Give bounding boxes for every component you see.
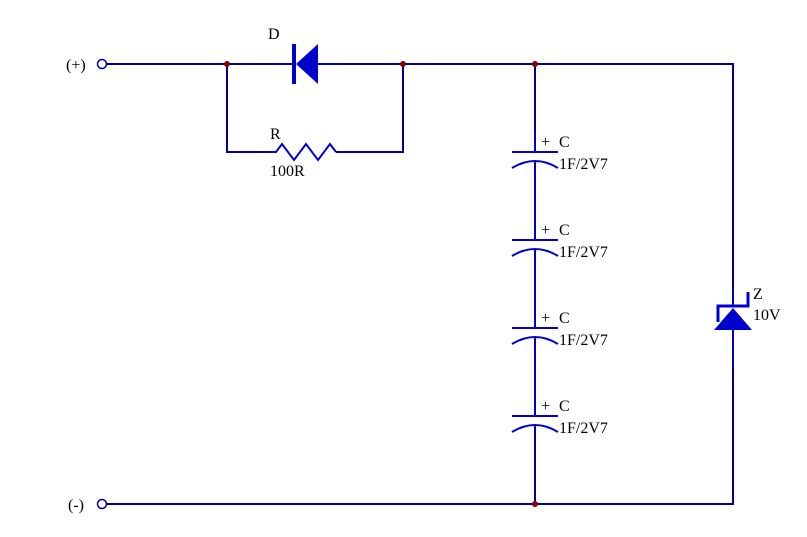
capacitor-label: C [559, 398, 570, 415]
resistor-label: R [270, 126, 281, 143]
capacitor-polarity: + [541, 310, 550, 327]
capacitor-value: 1F/2V7 [559, 244, 608, 261]
zener-diode-z: Z 10V [714, 286, 781, 370]
capacitor-1: + C 1F/2V7 [511, 132, 608, 220]
junction-dot [224, 61, 230, 67]
zener-cathode-bar [716, 292, 750, 322]
capacitor-polarity: + [541, 134, 550, 151]
resistor-value: 100R [270, 163, 305, 180]
capacitor-label: C [559, 310, 570, 327]
capacitor-value: 1F/2V7 [559, 420, 608, 437]
resistor-zigzag [268, 142, 337, 162]
capacitor-stack: + C 1F/2V7 + C 1F/2V7 + C 1F/2V7 [511, 132, 608, 437]
resistor-r: R 100R [268, 126, 337, 180]
negative-terminal-circle [96, 498, 108, 510]
diode-d: D [268, 26, 338, 84]
positive-terminal-label: (+) [66, 57, 86, 74]
wire-resistor-right [336, 64, 404, 153]
capacitor-value: 1F/2V7 [559, 156, 608, 173]
wire-top-right [403, 63, 734, 290]
wires [107, 63, 734, 505]
positive-terminal: (+) [66, 57, 108, 74]
capacitor-polarity: + [541, 398, 550, 415]
positive-terminal-circle [96, 58, 108, 70]
junction-dot [532, 61, 538, 67]
zener-value: 10V [753, 307, 781, 324]
capacitor-2: + C 1F/2V7 [511, 220, 608, 308]
capacitor-4: + C 1F/2V7 [511, 396, 608, 437]
capacitor-3: + C 1F/2V7 [511, 308, 608, 396]
wire-resistor-left [226, 64, 268, 153]
capacitor-label: C [559, 222, 570, 239]
diode-triangle [296, 44, 318, 84]
wire-bottom-rail [107, 370, 734, 505]
diode-label: D [268, 26, 280, 43]
junctions [224, 61, 538, 507]
junction-dot [532, 501, 538, 507]
capacitor-label: C [559, 134, 570, 151]
zener-label: Z [753, 286, 763, 303]
capacitor-polarity: + [541, 222, 550, 239]
junction-dot [400, 61, 406, 67]
zener-triangle [714, 308, 752, 330]
negative-terminal: (-) [68, 497, 108, 514]
capacitor-value: 1F/2V7 [559, 332, 608, 349]
negative-terminal-label: (-) [68, 497, 84, 514]
